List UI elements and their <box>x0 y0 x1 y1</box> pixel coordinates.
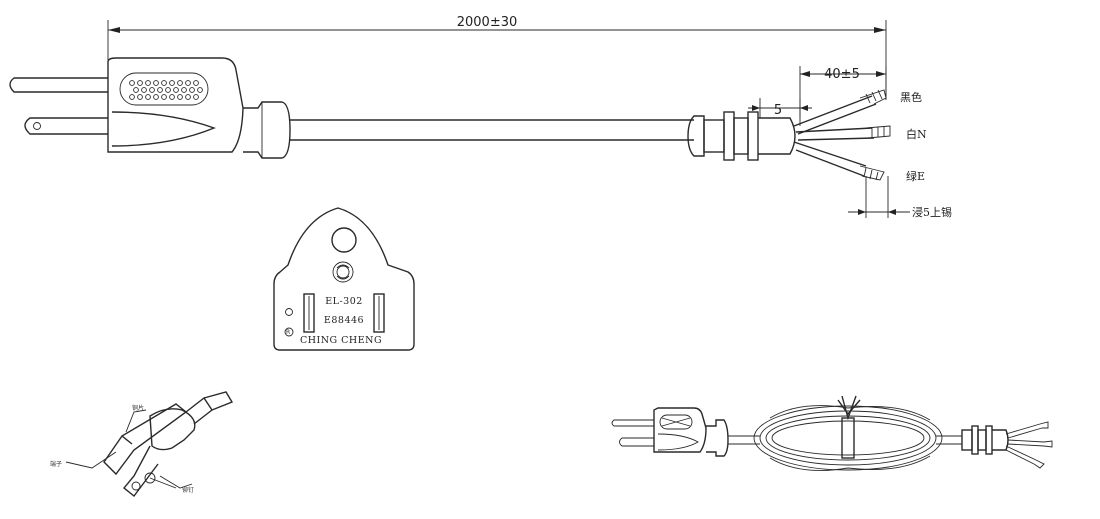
grip-texture <box>129 80 203 100</box>
detail-label-copper: 铜片 <box>132 404 144 412</box>
detail-label-terminal: 端子 <box>50 460 62 468</box>
plug-side-view <box>9 57 291 159</box>
plug-model: EL-302 <box>325 296 363 307</box>
svg-text:R: R <box>286 329 290 336</box>
detail-label-rivet: 铆钉 <box>182 486 194 494</box>
coiled-cord-view <box>611 395 1053 471</box>
overall-length-dimension <box>107 20 887 98</box>
terminal-detail-view <box>65 391 234 497</box>
wire-ends <box>793 89 891 181</box>
plug-brand: CHING CHENG <box>300 335 382 346</box>
cord-body <box>290 119 694 141</box>
wire-label-white: 白N <box>906 127 927 141</box>
strip-length-label: 40±5 <box>824 67 860 82</box>
jacket-gap-dimension <box>748 98 812 118</box>
overall-length-label: 2000±30 <box>457 15 518 30</box>
tin-length-dimension <box>848 176 910 218</box>
wire-label-tinned: 浸5上锡 <box>912 205 952 219</box>
wire-label-black: 黑色 <box>900 90 922 104</box>
end-sleeve <box>687 111 796 161</box>
wire-label-green: 绿E <box>906 169 925 183</box>
jacket-gap-label: 5 <box>774 103 782 118</box>
plug-standard: E88446 <box>324 315 364 326</box>
plug-face-view: R <box>273 207 415 351</box>
